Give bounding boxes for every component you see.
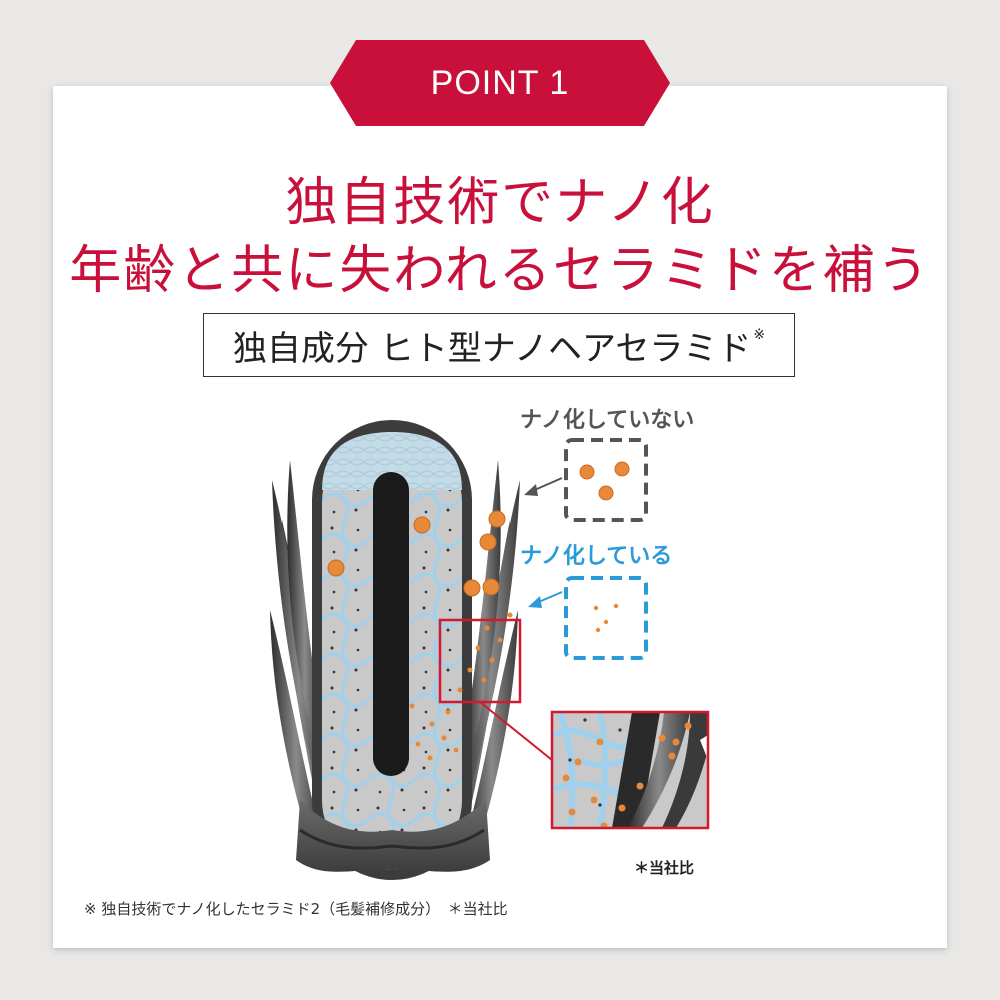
- hair-shaft: [312, 420, 472, 880]
- company-comparison-note: ＊当社比: [634, 859, 695, 877]
- hair-medulla: [373, 472, 409, 776]
- zoom-connector: [479, 701, 553, 761]
- not-nano-legend: [524, 438, 648, 522]
- point-badge-label: POINT 1: [430, 63, 570, 102]
- headline-line-1: 独自技術でナノ化: [285, 173, 715, 233]
- label-nano: ナノ化している: [520, 544, 673, 569]
- footnote: ※ 独自技術でナノ化したセラミド2（毛髪補修成分） ＊当社比: [84, 900, 508, 918]
- hair-scales-right: [460, 460, 520, 860]
- headline-line-2: 年齢と共に失われるセラミドを補う: [69, 241, 931, 301]
- point-badge: POINT 1: [330, 40, 670, 126]
- zoom-detail-frame: [550, 710, 710, 830]
- ingredient-box: 独自成分 ヒト型ナノヘアセラミド※: [203, 313, 795, 377]
- label-not-nano: ナノ化していない: [520, 408, 695, 433]
- ingredient-label: 独自成分 ヒト型ナノヘアセラミド: [232, 328, 752, 369]
- nano-ceramide-particles: [409, 612, 513, 761]
- ingredient-note-mark: ※: [753, 327, 766, 343]
- hair-base: [296, 800, 490, 872]
- large-ceramide-particles: [327, 510, 506, 597]
- zoom-detail: [550, 710, 710, 830]
- nano-legend: [528, 576, 648, 660]
